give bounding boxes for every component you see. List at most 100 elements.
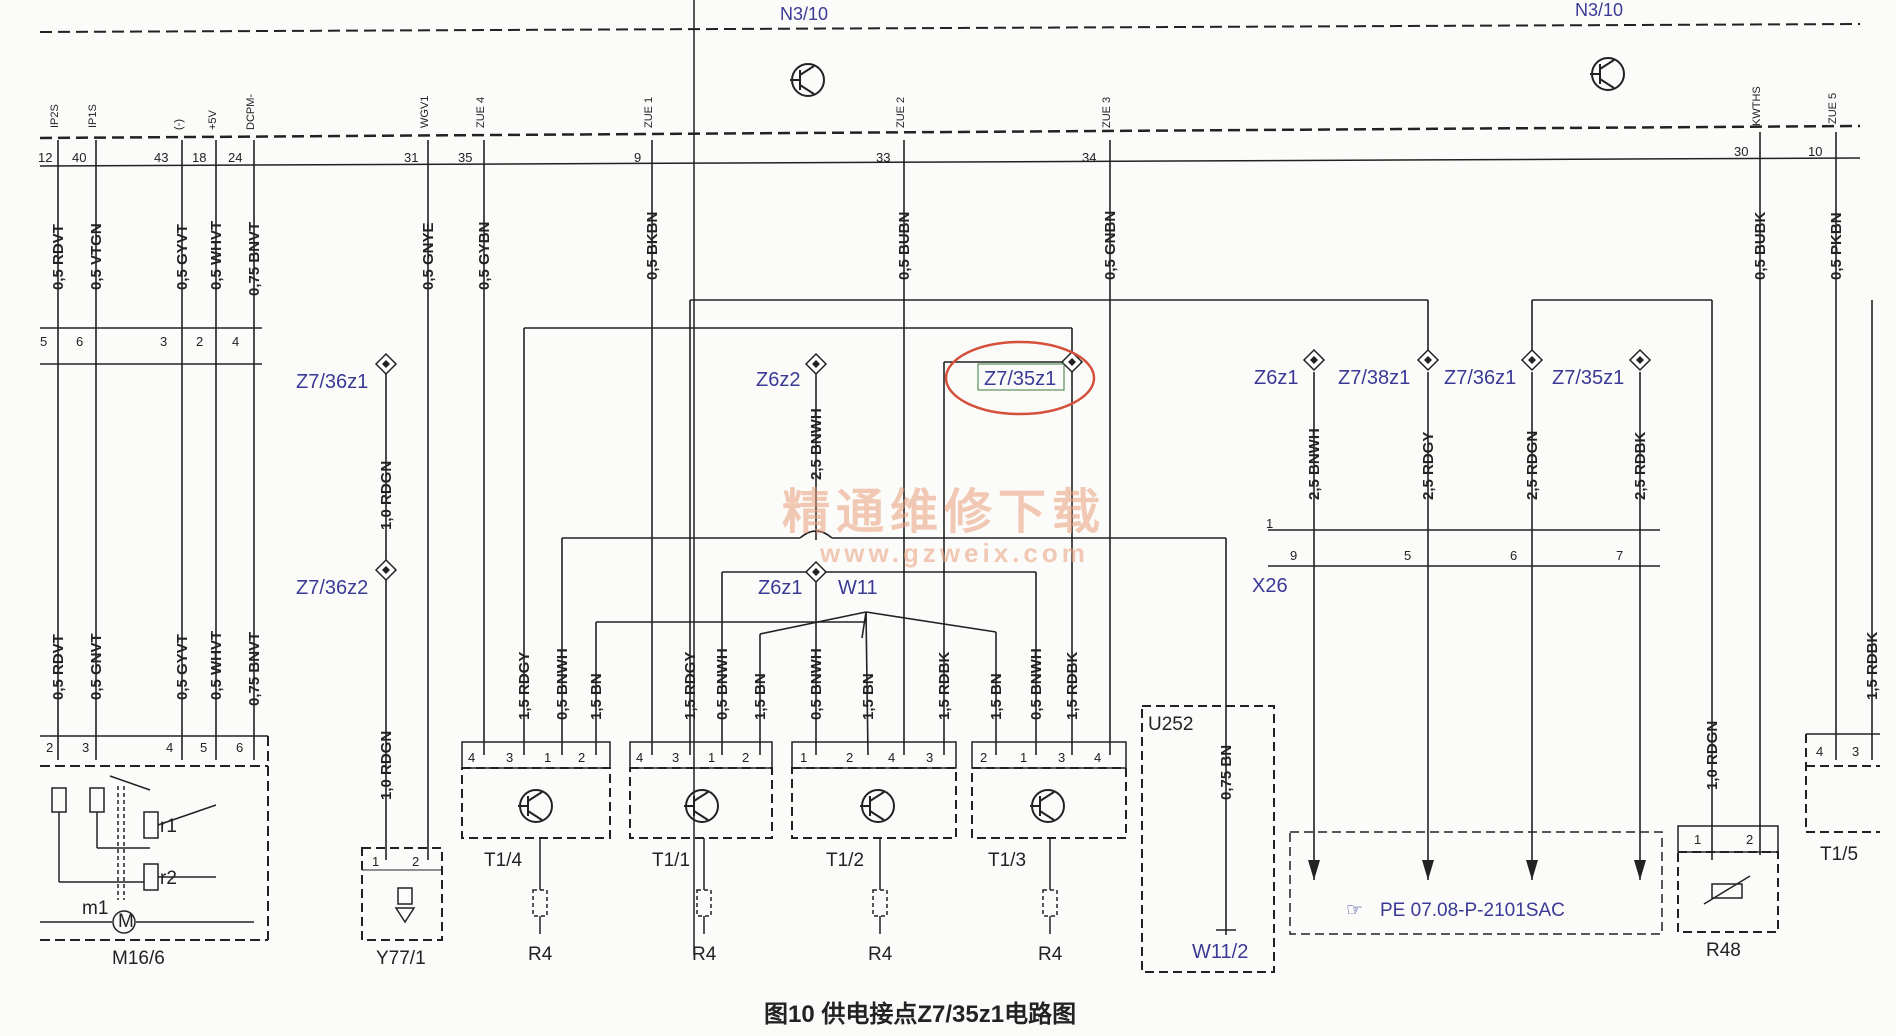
wire-label: 0,75 BNVT bbox=[246, 222, 263, 296]
ignition-coil-t1-4 bbox=[461, 741, 611, 934]
m16-pin: 4 bbox=[166, 740, 173, 755]
mid-pin: 5 bbox=[40, 334, 47, 349]
top-conn-name: ZUE 5 bbox=[1827, 93, 1839, 124]
top-conn-name: ZUE 3 bbox=[1101, 97, 1113, 128]
m16-pin: 3 bbox=[82, 740, 89, 755]
wire-label: 0,75 BN bbox=[1218, 745, 1235, 800]
coil-pin: 2 bbox=[578, 750, 585, 765]
coil-pin: 1 bbox=[544, 750, 551, 765]
top-conn-pin: 18 bbox=[192, 150, 206, 165]
wire-label: 0,5 BNWH bbox=[808, 648, 825, 720]
top-conn-pin: 33 bbox=[876, 150, 890, 165]
module-label-left: N3/10 bbox=[780, 4, 828, 24]
top-conn-pin: 10 bbox=[1808, 144, 1822, 159]
x26-pin: 5 bbox=[1404, 548, 1411, 563]
coil-pin: 3 bbox=[672, 750, 679, 765]
coil-pin: 4 bbox=[1094, 750, 1101, 765]
top-conn-name: DCPM- bbox=[245, 94, 257, 130]
wire-label: 0,5 GNYE bbox=[420, 222, 437, 290]
node-z6z2: Z6z2 bbox=[756, 369, 800, 391]
node-w11: W11 bbox=[838, 577, 878, 599]
component-r48: R48 bbox=[1706, 940, 1741, 961]
wire-label: 2,5 RDBK bbox=[1632, 431, 1649, 500]
node-z7-36z2: Z7/36z2 bbox=[296, 577, 368, 599]
coil-pin: 1 bbox=[800, 750, 807, 765]
component-y77-1: Y77/1 bbox=[376, 948, 426, 969]
pe-reference: PE 07.08-P-2101SAC bbox=[1380, 900, 1565, 921]
transistor-symbol-top-right bbox=[1590, 57, 1625, 91]
upper-wire-labels: 0,5 RDVT 0,5 VTGN 0,5 GYVT 0,5 WHVT 0,75… bbox=[50, 211, 1845, 296]
node-z6z1-center: Z6z1 bbox=[758, 577, 802, 599]
top-conn-name: IP2S bbox=[49, 104, 61, 128]
wire-label: 0,5 BNWH bbox=[1028, 648, 1045, 720]
pointing-hand-icon: ☞ bbox=[1346, 900, 1363, 921]
top-connectors: IP2S 12 IP1S 40 (-) 43 +5V 18 DCPM- 24 W… bbox=[38, 86, 1839, 165]
wire-label: 1,0 RDGN bbox=[378, 731, 395, 800]
m16-6-box bbox=[40, 735, 269, 941]
coil-pin: 2 bbox=[742, 750, 749, 765]
component-r4: R4 bbox=[692, 944, 717, 965]
wire-label: 1,5 BN bbox=[860, 673, 877, 720]
figure-caption: 图10 供电接点Z7/35z1电路图 bbox=[764, 1000, 1076, 1028]
x26-pin: 9 bbox=[1290, 548, 1297, 563]
wire-label: 0,5 BUBN bbox=[896, 212, 913, 280]
x26-arrows bbox=[1308, 860, 1646, 880]
component-t1-1: T1/1 bbox=[652, 850, 690, 871]
top-conn-pin: 12 bbox=[38, 150, 52, 165]
wire-label: 0,5 GNBN bbox=[1102, 211, 1119, 280]
component-t1-2: T1/2 bbox=[826, 850, 864, 871]
top-conn-name: ZUE 2 bbox=[895, 97, 907, 128]
wire-label: 1,5 BN bbox=[988, 673, 1005, 720]
wire-label: 0,5 BKBN bbox=[644, 212, 661, 280]
node-z7-35z1-circled: Z7/35z1 bbox=[984, 368, 1056, 390]
wire-label: 1,5 BN bbox=[752, 673, 769, 720]
m16-part-m1: m1 bbox=[82, 898, 108, 919]
r48-pin: 2 bbox=[1746, 832, 1753, 847]
component-u252: U252 bbox=[1148, 714, 1193, 735]
mid-pin: 3 bbox=[160, 334, 167, 349]
wire-label: 0,75 BNVT bbox=[246, 632, 263, 706]
wire-label: 1,0 RDGN bbox=[1704, 721, 1721, 790]
top-conn-name: WGV1 bbox=[419, 96, 431, 128]
wire-label: 0,5 BNWH bbox=[714, 648, 731, 720]
z7-36z1-left-node bbox=[374, 352, 398, 376]
top-conn-name: ZUE 4 bbox=[475, 97, 487, 128]
watermark-url: www.gzweix.com bbox=[819, 538, 1089, 568]
wire-label: 1,0 RDGN bbox=[378, 461, 395, 530]
mid-pin: 6 bbox=[76, 334, 83, 349]
z6z1-center-node bbox=[804, 560, 828, 584]
t1-5-box bbox=[1805, 733, 1880, 833]
wire-label: 1,5 BN bbox=[588, 673, 605, 720]
coil-pin: 3 bbox=[506, 750, 513, 765]
wire-label: 0,5 BNWH bbox=[554, 648, 571, 720]
wire-label: 0,5 GYVT bbox=[174, 224, 191, 290]
wire-label: 2,5 RDGY bbox=[1420, 432, 1437, 500]
component-r4: R4 bbox=[1038, 944, 1063, 965]
ignition-coil-t1-3 bbox=[971, 741, 1127, 934]
coil-pin: 1 bbox=[1020, 750, 1027, 765]
wire-label: 1,5 RDGY bbox=[516, 652, 533, 720]
coil-pin: 2 bbox=[846, 750, 853, 765]
wire-label: 2,5 BNWH bbox=[1306, 428, 1323, 500]
wire-label: 0,5 PKBN bbox=[1828, 212, 1845, 280]
top-conn-pin: 35 bbox=[458, 150, 472, 165]
wire-label: 1,5 RDBK bbox=[936, 651, 953, 720]
component-t1-4: T1/4 bbox=[484, 850, 522, 871]
component-r4: R4 bbox=[528, 944, 553, 965]
wire-label: 2,5 RDGN bbox=[1524, 431, 1541, 500]
component-t1-5: T1/5 bbox=[1820, 844, 1858, 865]
m16-part-r1: r1 bbox=[160, 816, 177, 837]
y77-pin: 1 bbox=[372, 854, 379, 869]
m16-part-r2: r2 bbox=[160, 868, 177, 889]
coil-pin: 4 bbox=[468, 750, 475, 765]
node-z7-36z1-right: Z7/36z1 bbox=[1444, 367, 1516, 389]
wire-label: 0,5 RDVT bbox=[50, 224, 67, 290]
top-conn-pin: 24 bbox=[228, 150, 242, 165]
coil-pin: 3 bbox=[926, 750, 933, 765]
x26-wire-labels: 2,5 BNWH 2,5 RDGY 2,5 RDGN 2,5 RDBK bbox=[1306, 428, 1649, 500]
z6z2-node bbox=[804, 352, 828, 376]
wire-label: 0,5 GNVT bbox=[88, 633, 105, 700]
top-conn-pin: 31 bbox=[404, 150, 418, 165]
top-conn-pin: 30 bbox=[1734, 144, 1748, 159]
